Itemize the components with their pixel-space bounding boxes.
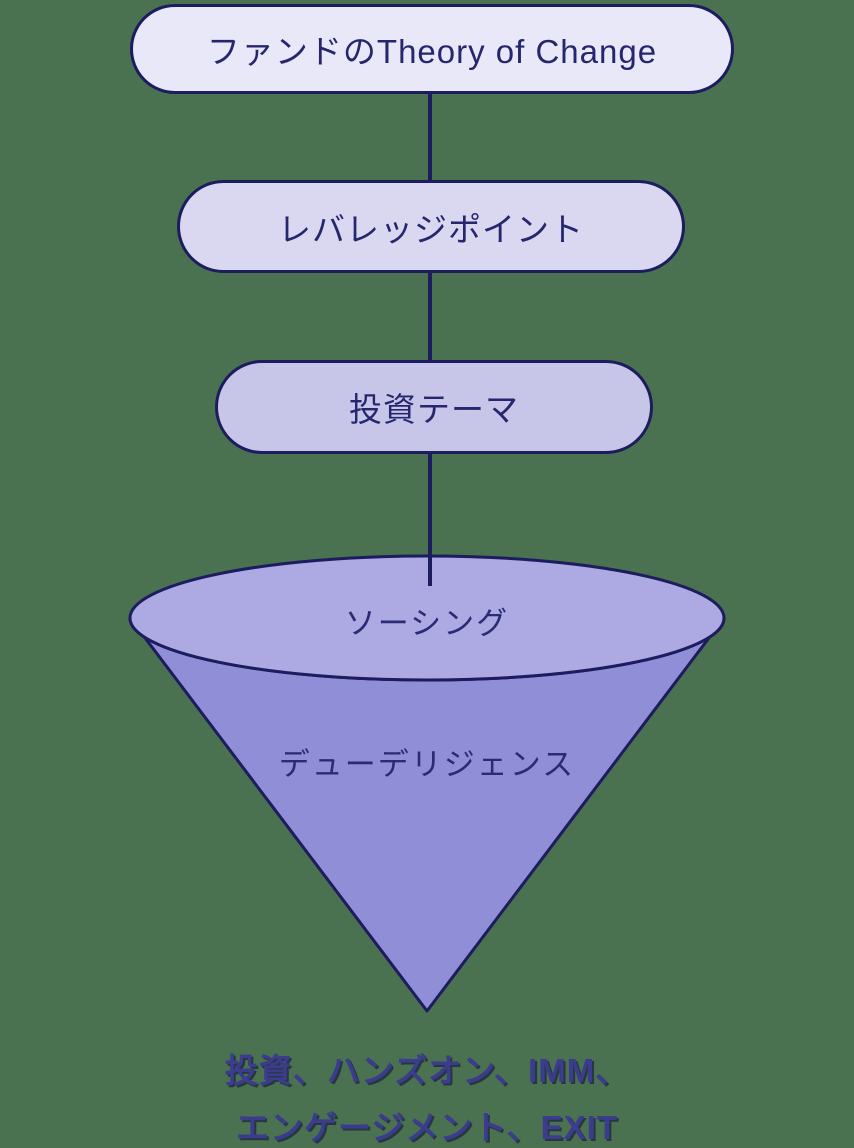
- footer-caption: 投資、ハンズオン、IMM、 エンゲージメント、EXIT: [0, 1042, 854, 1148]
- connector-line-3: [428, 452, 432, 586]
- node-leverage-point: レバレッジポイント: [177, 180, 685, 273]
- connector-line-2: [428, 271, 432, 362]
- funnel-due-diligence-label: デューデリジェンス: [278, 747, 576, 782]
- footer-caption-line-2: エンゲージメント、EXIT: [235, 1109, 619, 1146]
- node-investment-theme: 投資テーマ: [215, 360, 653, 454]
- node-investment-theme-label: 投資テーマ: [349, 391, 519, 428]
- footer-caption-line-1: 投資、ハンズオン、IMM、: [224, 1052, 630, 1089]
- node-theory-of-change-label: ファンドのTheory of Change: [206, 33, 658, 70]
- funnel-mouth-shape: [128, 554, 726, 682]
- node-theory-of-change: ファンドのTheory of Change: [130, 4, 734, 94]
- funnel-sourcing-label: ソーシング: [344, 606, 510, 641]
- node-leverage-point-label: レバレッジポイント: [278, 210, 584, 248]
- connector-line-1: [428, 93, 432, 182]
